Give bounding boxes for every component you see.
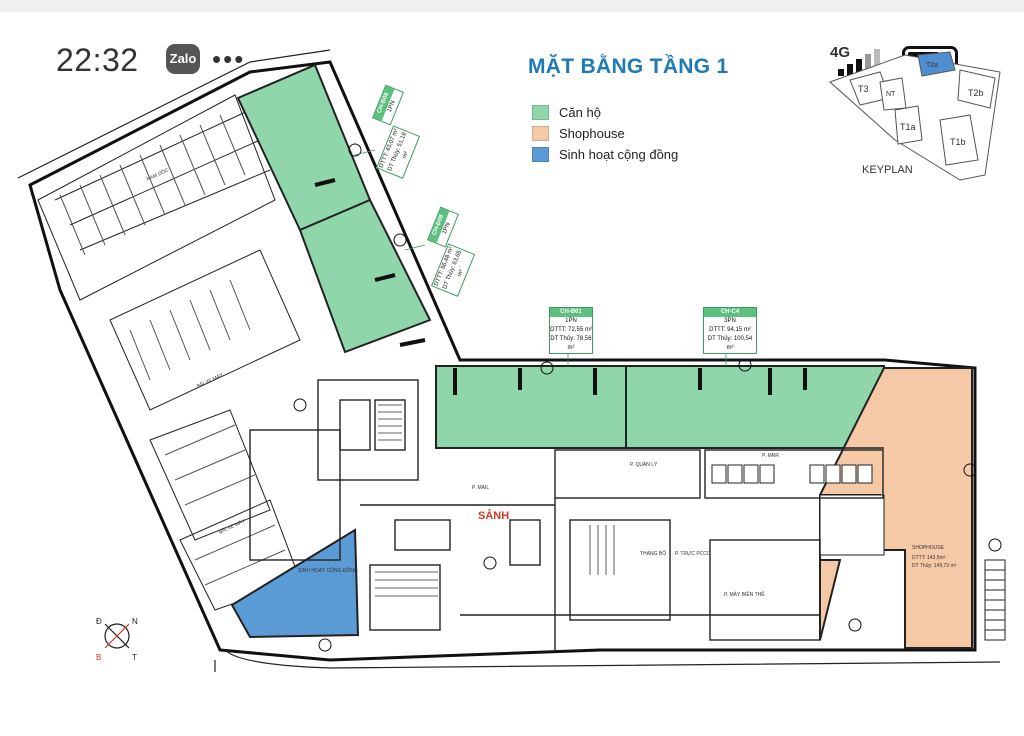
unit-tag-ch-b01: CH-B01 1PN DTTT: 72,55 m² DT Thủy: 78,56… <box>549 307 593 354</box>
community-area <box>230 528 360 639</box>
compass-east: Đ <box>96 617 102 626</box>
legend-item-community: Sinh hoạt cộng đồng <box>532 144 678 165</box>
legend: Căn hộ Shophouse Sinh hoạt cộng đồng <box>532 102 678 165</box>
compass-north: N <box>132 617 138 626</box>
apartment-ch-c4 <box>625 365 885 449</box>
legend-item-shophouse: Shophouse <box>532 123 678 144</box>
shophouse-wc <box>819 494 885 556</box>
more-notifications-icon: ••• <box>212 44 246 74</box>
room-mail: P. MAIL <box>472 485 490 491</box>
parking-area <box>37 94 301 611</box>
top-strip <box>0 0 1024 12</box>
room-shophouse-dttt: DTTT: 143,5m² <box>912 555 946 561</box>
unit-tag-ch-c4: CH-C4 3PN DTTT: 94,15 m² DT Thủy: 100,54… <box>703 307 757 354</box>
room-management: P. QUẢN LÝ <box>630 462 658 468</box>
room-community: SINH HOẠT CỘNG ĐỒNG <box>298 568 358 574</box>
stair-core <box>375 404 615 597</box>
room-stairs: THANG BỘ <box>640 551 667 557</box>
clock: 22:32 <box>56 42 139 78</box>
keyplan-label: KEYPLAN <box>862 164 913 176</box>
plan-title: MẶT BẰNG TẦNG 1 <box>528 55 729 78</box>
apartment-ch-b01 <box>435 365 627 449</box>
interior-walls <box>249 379 884 650</box>
door-symbols <box>293 143 1002 652</box>
exterior-stairs <box>984 559 1006 641</box>
unit-tag-line: DT Thủy: 100,54 m² <box>707 336 753 351</box>
room-shophouse-dtthuy: DT Thủy: 149,73 m² <box>912 563 957 569</box>
swatch-community <box>532 147 549 162</box>
unit-tag-line: DT Thủy: 78,56 m² <box>550 336 592 351</box>
unit-tag-line: DTTT: 72,55 m² <box>550 327 592 333</box>
site-boundary <box>17 49 1001 672</box>
apartment-ch-b08 <box>298 198 432 354</box>
unit-tag-line: 1PN <box>565 318 577 324</box>
room-mrr: P. MRR <box>762 453 779 459</box>
legend-label: Căn hộ <box>559 105 601 120</box>
zalo-notification-icon: Zalo <box>166 44 200 74</box>
wall-segments <box>314 178 807 395</box>
mail-boxes <box>711 464 873 484</box>
unit-tag-code: CH-B01 <box>550 308 592 317</box>
swatch-apartment <box>532 105 549 120</box>
compass-west: B <box>96 653 101 662</box>
swatch-shophouse <box>532 126 549 141</box>
legend-item-apartment: Căn hộ <box>532 102 678 123</box>
room-transformer: P. MÁY BIẾN THẾ <box>724 592 765 598</box>
unit-tag-line: DTTT: 94,15 m² <box>709 327 751 333</box>
unit-tag-line: 3PN <box>724 318 736 324</box>
building-outline <box>28 60 977 662</box>
room-shophouse: SHOPHOUSE <box>912 545 944 551</box>
compass-icon <box>104 623 130 649</box>
unit-tag-code: CH-C4 <box>704 308 756 317</box>
legend-label: Sinh hoạt cộng đồng <box>559 147 679 162</box>
lobby-label: SẢNH <box>478 510 510 522</box>
room-fire-control: P. TRỰC PCCC <box>675 551 711 557</box>
compass-south: T <box>132 653 137 662</box>
legend-label: Shophouse <box>559 126 625 141</box>
